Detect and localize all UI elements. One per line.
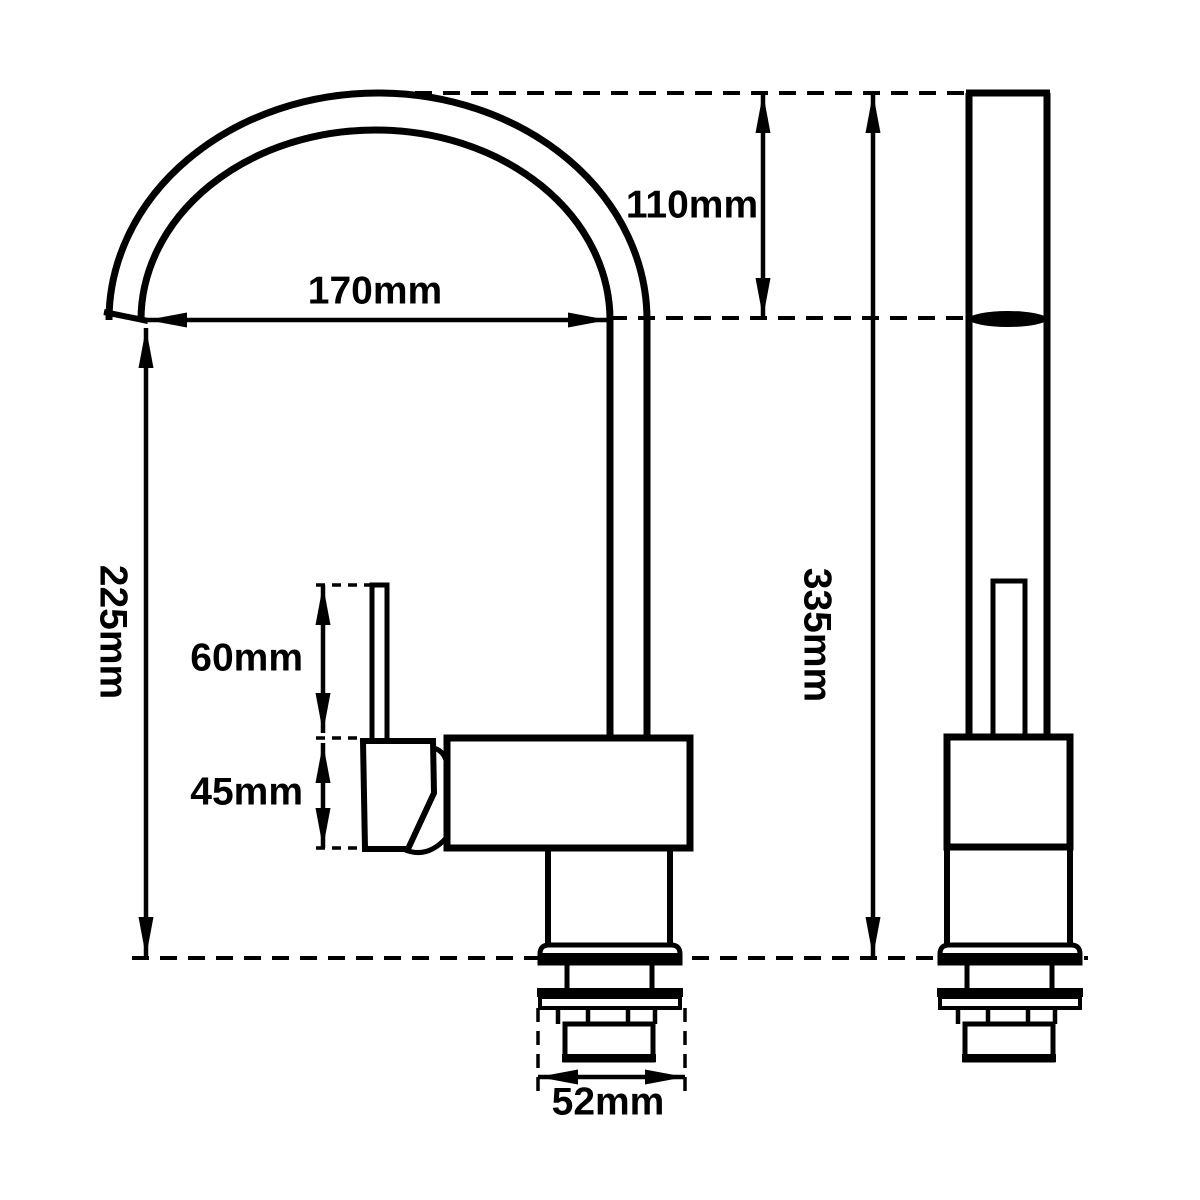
side-threaded-tail-end [962,1054,1056,1062]
spout-outlet-face [103,309,149,324]
dimension-labels: 170mm 110mm 225mm 335mm 60mm 45mm 52mm [92,184,839,1124]
locknut-flange [538,995,682,1010]
handle-lever [369,582,390,744]
side-view [937,89,1083,1063]
dim-label-body-height: 45mm [190,771,303,814]
front-view [103,89,694,1063]
dim-label-base-width: 52mm [552,1081,665,1124]
side-locknut-flange [938,995,1082,1010]
dim-label-outlet-height: 225mm [92,565,135,699]
spout-outer-arc [105,89,651,321]
spout-inner-arc [137,126,614,321]
dim-label-spout-height: 110mm [626,184,758,227]
side-handle-lever [990,578,1028,740]
side-body [943,733,1074,851]
washer-plate [537,988,683,997]
dimension-lines [138,93,881,1085]
side-spout-joint-lens [969,311,1047,327]
side-base-collar-seal [939,953,1081,963]
dim-label-overall-height: 335mm [796,568,839,702]
side-washer-plate [937,988,1083,997]
dim-label-handle-height: 60mm [190,637,303,680]
faucet-body [443,734,694,852]
threaded-tail-end [562,1054,656,1062]
handle-base [359,738,438,852]
base-collar-seal [539,953,681,963]
dim-label-spout-reach: 170mm [308,270,442,313]
